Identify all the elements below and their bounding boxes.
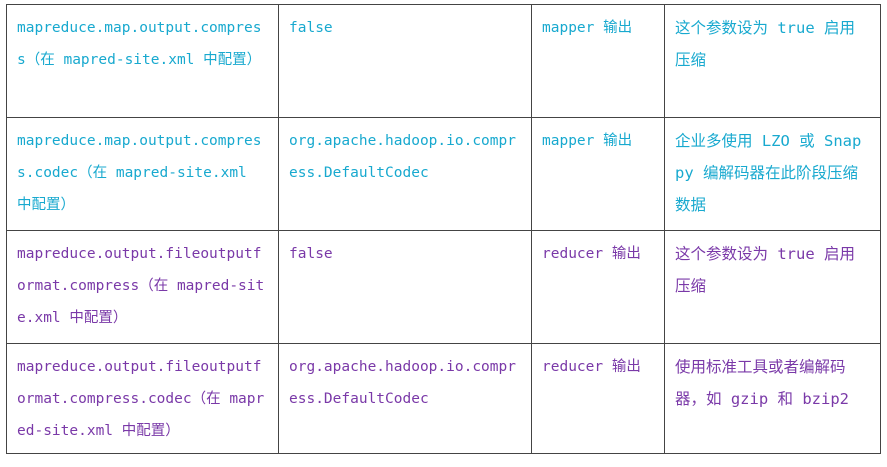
- default-value-cell: false: [278, 4, 532, 118]
- table-row: mapreduce.map.output.compress（在 mapred-s…: [6, 4, 881, 118]
- param-name-cell: mapreduce.map.output.compress（在 mapred-s…: [6, 4, 279, 118]
- default-value-cell: org.apache.hadoop.io.compress.DefaultCod…: [278, 117, 532, 231]
- param-name-cell: mapreduce.output.fileoutputformat.compre…: [6, 343, 279, 454]
- note-cell: 这个参数设为 true 启用压缩: [664, 4, 881, 118]
- table-row: mapreduce.output.fileoutputformat.compre…: [6, 343, 881, 454]
- stage-cell: mapper 输出: [531, 117, 665, 231]
- compression-params-table-wrapper: mapreduce.map.output.compress（在 mapred-s…: [6, 4, 881, 454]
- default-value-cell: org.apache.hadoop.io.compress.DefaultCod…: [278, 343, 532, 454]
- note-cell: 使用标准工具或者编解码器，如 gzip 和 bzip2: [664, 343, 881, 454]
- param-name-cell: mapreduce.map.output.compress.codec（在 ma…: [6, 117, 279, 231]
- stage-cell: mapper 输出: [531, 4, 665, 118]
- note-cell: 这个参数设为 true 启用压缩: [664, 230, 881, 344]
- table-row: mapreduce.map.output.compress.codec（在 ma…: [6, 117, 881, 231]
- compression-params-table: mapreduce.map.output.compress（在 mapred-s…: [6, 4, 881, 454]
- param-name-cell: mapreduce.output.fileoutputformat.compre…: [6, 230, 279, 344]
- table-row: mapreduce.output.fileoutputformat.compre…: [6, 230, 881, 344]
- note-cell: 企业多使用 LZO 或 Snappy 编解码器在此阶段压缩数据: [664, 117, 881, 231]
- default-value-cell: false: [278, 230, 532, 344]
- stage-cell: reducer 输出: [531, 230, 665, 344]
- stage-cell: reducer 输出: [531, 343, 665, 454]
